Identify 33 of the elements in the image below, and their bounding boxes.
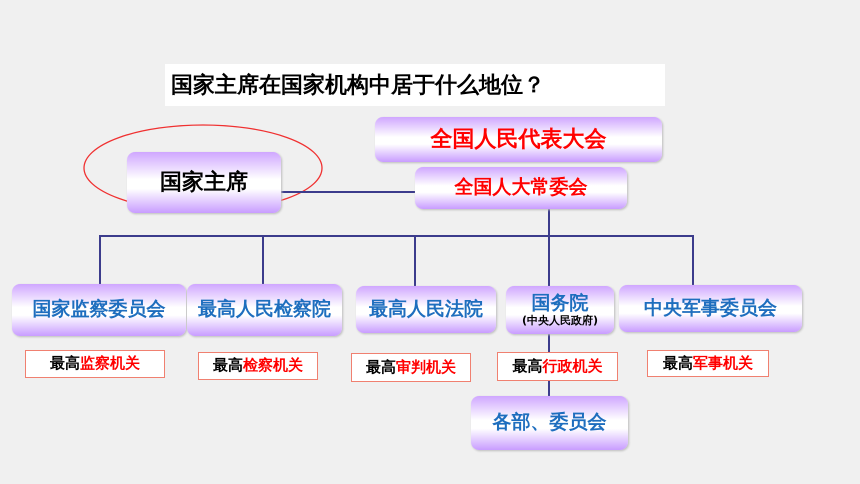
box-label: 国家监察委员会 — [32, 299, 166, 321]
box-subtitle: (中央人民政府) — [522, 314, 598, 328]
org-box — [619, 285, 802, 332]
org-box — [506, 286, 614, 334]
box-label: 各部、委员会 — [492, 412, 606, 434]
org-box — [471, 396, 628, 450]
connector-line — [548, 334, 550, 352]
title: 国家主席在国家机构中居于什么地位？ — [165, 64, 665, 106]
org-box — [415, 167, 627, 209]
connector-line — [548, 381, 550, 396]
box-label: 最高人民法院 — [369, 298, 483, 320]
box-label: 最高审判机关 — [366, 358, 456, 376]
org-box — [127, 152, 281, 213]
box-label: 最高军事机关 — [663, 354, 753, 372]
label-box — [25, 350, 165, 378]
label-box — [497, 352, 618, 381]
org-box — [356, 286, 496, 333]
label-box — [351, 353, 471, 382]
box-label: 最高检察机关 — [213, 357, 303, 375]
box-label: 全国人民代表大会 — [430, 126, 606, 152]
org-box — [187, 284, 342, 336]
box-label: 中央军事委员会 — [644, 298, 777, 320]
org-box — [375, 117, 662, 162]
label-box — [198, 352, 318, 380]
connector-line — [281, 191, 415, 193]
box-label: 国务院 — [532, 292, 588, 314]
box-label: 国家主席 — [160, 170, 248, 196]
label-box — [647, 350, 769, 377]
box-label: 最高监察机关 — [50, 355, 140, 373]
box-label: 全国人大常委会 — [454, 177, 588, 199]
box-label: 最高行政机关 — [512, 358, 602, 376]
box-label: 最高人民检察院 — [198, 299, 331, 321]
org-box — [12, 284, 186, 336]
